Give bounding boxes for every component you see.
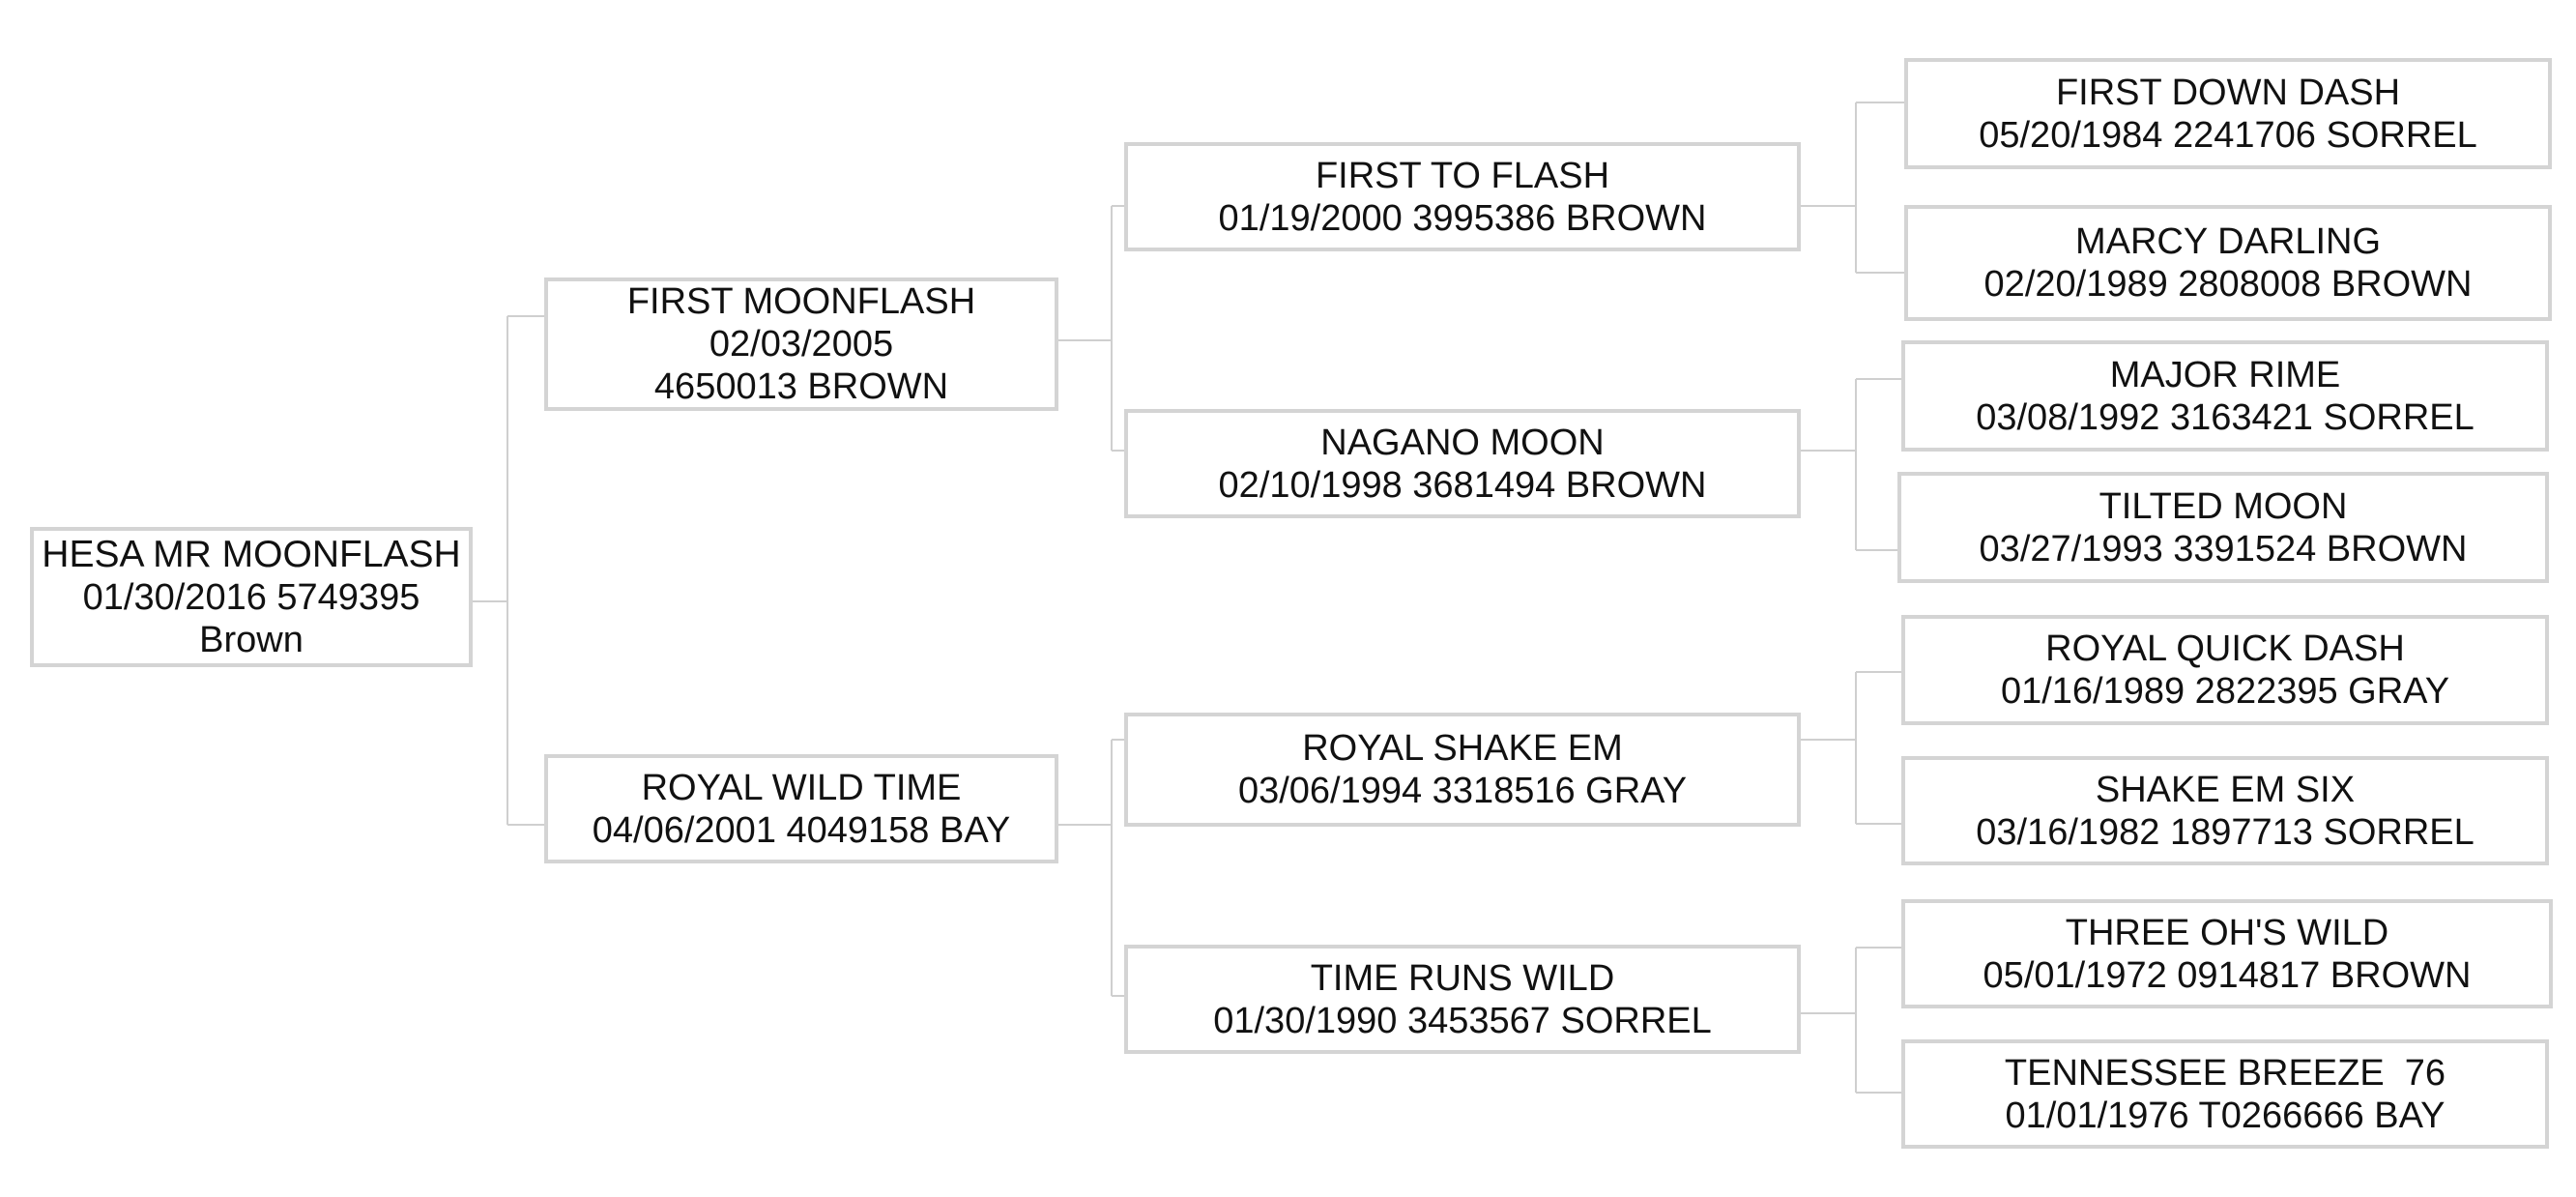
horse-info: 02/20/1989 2808008 BROWN — [1983, 264, 2473, 305]
horse-info: 03/27/1993 3391524 BROWN — [1979, 528, 2468, 569]
horse-dam-dam: TIME RUNS WILD 01/30/1990 3453567 SORREL — [1124, 945, 1801, 1054]
horse-sire-dam: NAGANO MOON 02/10/1998 3681494 BROWN — [1124, 409, 1801, 518]
horse-name: ROYAL WILD TIME — [641, 767, 962, 808]
connector-sire-sire — [1800, 102, 1911, 274]
horse-info: 02/10/1998 3681494 BROWN — [1218, 464, 1707, 506]
horse-name: ROYAL SHAKE EM — [1302, 728, 1623, 769]
horse-name: SHAKE EM SIX — [2095, 769, 2356, 810]
horse-subject: HESA MR MOONFLASH 01/30/2016 5749395 Bro… — [30, 527, 473, 667]
horse-sire: FIRST MOONFLASH 02/03/2005 4650013 BROWN — [544, 277, 1058, 411]
horse-name: TENNESSEE BREEZE 76 — [2004, 1052, 2446, 1094]
horse-info: 03/08/1992 3163421 SORREL — [1976, 396, 2475, 438]
horse-dd-dam: TENNESSEE BREEZE 76 01/01/1976 T0266666 … — [1901, 1039, 2549, 1149]
horse-name: MARCY DARLING — [2074, 221, 2382, 262]
horse-dam-sire: ROYAL SHAKE EM 03/06/1994 3318516 GRAY — [1124, 713, 1801, 827]
horse-ds-sire: ROYAL QUICK DASH 01/16/1989 2822395 GRAY — [1901, 615, 2549, 725]
horse-ss-sire: FIRST DOWN DASH 05/20/1984 2241706 SORRE… — [1904, 58, 2552, 169]
horse-info: 05/01/1972 0914817 BROWN — [1983, 954, 2472, 996]
horse-name: TILTED MOON — [2098, 485, 2348, 527]
horse-name: HESA MR MOONFLASH — [42, 533, 461, 575]
horse-name: THREE OH'S WILD — [2065, 912, 2389, 953]
horse-info: 04/06/2001 4049158 BAY — [592, 809, 1011, 851]
horse-name: MAJOR RIME — [2109, 354, 2341, 395]
horse-sd-dam: TILTED MOON 03/27/1993 3391524 BROWN — [1897, 472, 2549, 583]
horse-dam: ROYAL WILD TIME 04/06/2001 4049158 BAY — [544, 754, 1058, 863]
horse-info: 02/03/2005 4650013 BROWN — [653, 324, 949, 407]
horse-info: 01/30/1990 3453567 SORREL — [1213, 1000, 1712, 1041]
horse-name: NAGANO MOON — [1320, 422, 1605, 463]
horse-info: 01/01/1976 T0266666 BAY — [2005, 1095, 2446, 1136]
horse-sire-sire: FIRST TO FLASH 01/19/2000 3995386 BROWN — [1124, 142, 1801, 251]
connector-dam — [1056, 739, 1129, 997]
connector-subject — [471, 315, 546, 826]
connector-sire — [1056, 205, 1129, 452]
horse-info: 05/20/1984 2241706 SORREL — [1979, 114, 2477, 156]
horse-ds-dam: SHAKE EM SIX 03/16/1982 1897713 SORREL — [1901, 756, 2549, 865]
horse-info: 01/30/2016 5749395 Brown — [82, 576, 420, 660]
horse-info: 01/19/2000 3995386 BROWN — [1218, 197, 1707, 239]
horse-name: FIRST MOONFLASH — [626, 281, 976, 322]
horse-info: 03/16/1982 1897713 SORREL — [1976, 811, 2475, 853]
horse-name: FIRST TO FLASH — [1315, 155, 1610, 196]
horse-name: TIME RUNS WILD — [1310, 957, 1615, 999]
horse-name: ROYAL QUICK DASH — [2045, 628, 2405, 669]
horse-info: 03/06/1994 3318516 GRAY — [1237, 771, 1688, 811]
connector-dam-sire — [1800, 671, 1909, 825]
horse-dd-sire: THREE OH'S WILD 05/01/1972 0914817 BROWN — [1901, 899, 2553, 1008]
connector-sire-dam — [1800, 378, 1909, 551]
connector-dam-dam — [1800, 947, 1909, 1094]
horse-sd-sire: MAJOR RIME 03/08/1992 3163421 SORREL — [1901, 340, 2549, 452]
horse-name: FIRST DOWN DASH — [2055, 72, 2401, 113]
horse-info: 01/16/1989 2822395 GRAY — [2000, 671, 2450, 712]
horse-ss-dam: MARCY DARLING 02/20/1989 2808008 BROWN — [1904, 205, 2552, 321]
